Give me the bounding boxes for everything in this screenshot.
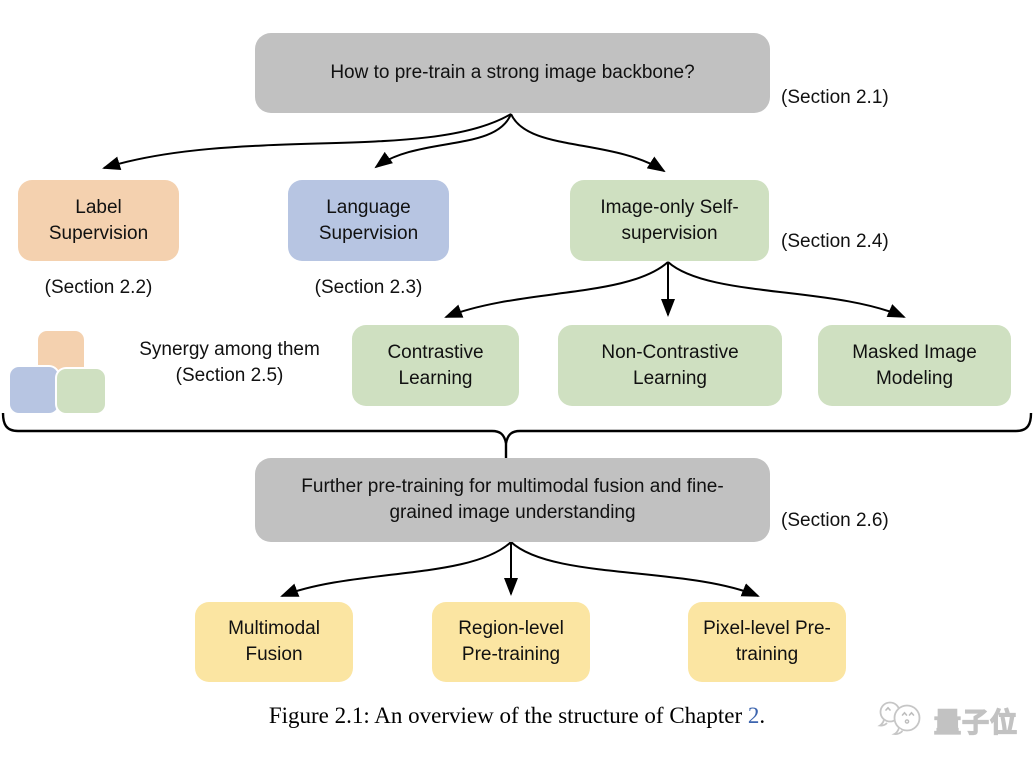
non-contrastive-learning-box: Non-Contrastive Learning: [558, 325, 782, 406]
contrastive-learning-box: Contrastive Learning: [352, 325, 519, 406]
masked-image-modeling-box: Masked Image Modeling: [818, 325, 1011, 406]
root-question-box: How to pre-train a strong image backbone…: [255, 33, 770, 113]
arrow-imageonly-to-masked: [667, 261, 906, 318]
region-level-pretraining-box: Region-level Pre-training: [432, 602, 590, 682]
arrow-root-to-label-supervision: [102, 113, 512, 170]
further-pretraining-box: Further pre-training for multimodal fusi…: [255, 458, 770, 542]
synergy-chip-green: [57, 369, 105, 413]
arrow-fusion-to-pixel: [510, 541, 760, 597]
section-2-4-label: (Section 2.4): [781, 231, 889, 252]
section-2-1-label: (Section 2.1): [781, 87, 889, 108]
gather-brace: [1, 412, 1033, 444]
section-2-5-label: (Section 2.5): [175, 365, 284, 386]
label-supervision-box: Label Supervision: [18, 180, 179, 261]
section-2-3-label: (Section 2.3): [314, 277, 423, 298]
section-2-6-label: (Section 2.6): [781, 510, 889, 531]
image-only-self-supervision-box: Image-only Self-supervision: [570, 180, 769, 261]
language-supervision-box: Language Supervision: [288, 180, 449, 261]
qbitai-watermark: 量子位: [877, 699, 1018, 741]
figure-caption: Figure 2.1: An overview of the structure…: [0, 703, 1034, 729]
watermark-text: 量子位: [933, 707, 1018, 738]
pixel-level-pretraining-box: Pixel-level Pre-training: [688, 602, 846, 682]
synergy-label: Synergy among them: [139, 339, 320, 360]
synergy-label-block: Synergy among them (Section 2.5): [112, 337, 347, 389]
caption-text: Figure 2.1: An overview of the structure…: [268, 703, 748, 728]
section-2-2-label: (Section 2.2): [44, 277, 153, 298]
arrow-fusion-to-multimodal: [280, 541, 512, 597]
chapter-2-link[interactable]: 2: [747, 703, 760, 728]
caption-period: .: [759, 703, 766, 728]
arrow-root-to-language-supervision: [374, 113, 512, 169]
arrow-imageonly-to-contrastive: [444, 261, 669, 318]
multimodal-fusion-box: Multimodal Fusion: [195, 602, 353, 682]
chat-bubbles-logo-icon: [877, 701, 921, 735]
synergy-chip-blue: [10, 367, 58, 413]
arrow-root-to-image-only: [510, 113, 666, 173]
